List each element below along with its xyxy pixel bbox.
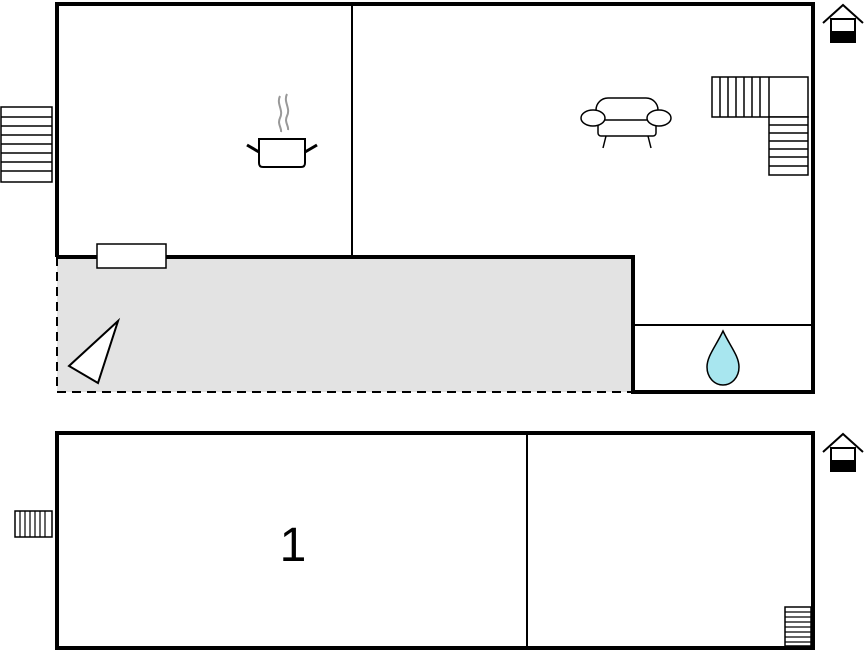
staircase-icon <box>784 606 812 647</box>
room-number-label: 1 <box>280 519 307 572</box>
upper-floor-walls <box>55 2 815 394</box>
window <box>96 243 167 269</box>
terrace-dashed-edge <box>56 257 633 393</box>
lower-floor: 1 <box>14 431 864 650</box>
lower-floor-walls <box>55 431 815 650</box>
staircase-icon <box>711 76 809 176</box>
sofa-icon <box>580 97 672 149</box>
exterior-stairs-icon <box>14 510 53 538</box>
terrace-area <box>57 257 633 392</box>
house-entrance-icon <box>822 3 864 43</box>
house-entrance-icon <box>822 432 864 472</box>
viewpoint-icon <box>67 317 121 385</box>
water-drop-icon <box>706 329 740 386</box>
cooking-pot-icon <box>246 93 318 168</box>
upper-floor <box>0 2 864 394</box>
exterior-stairs-icon <box>0 106 53 183</box>
